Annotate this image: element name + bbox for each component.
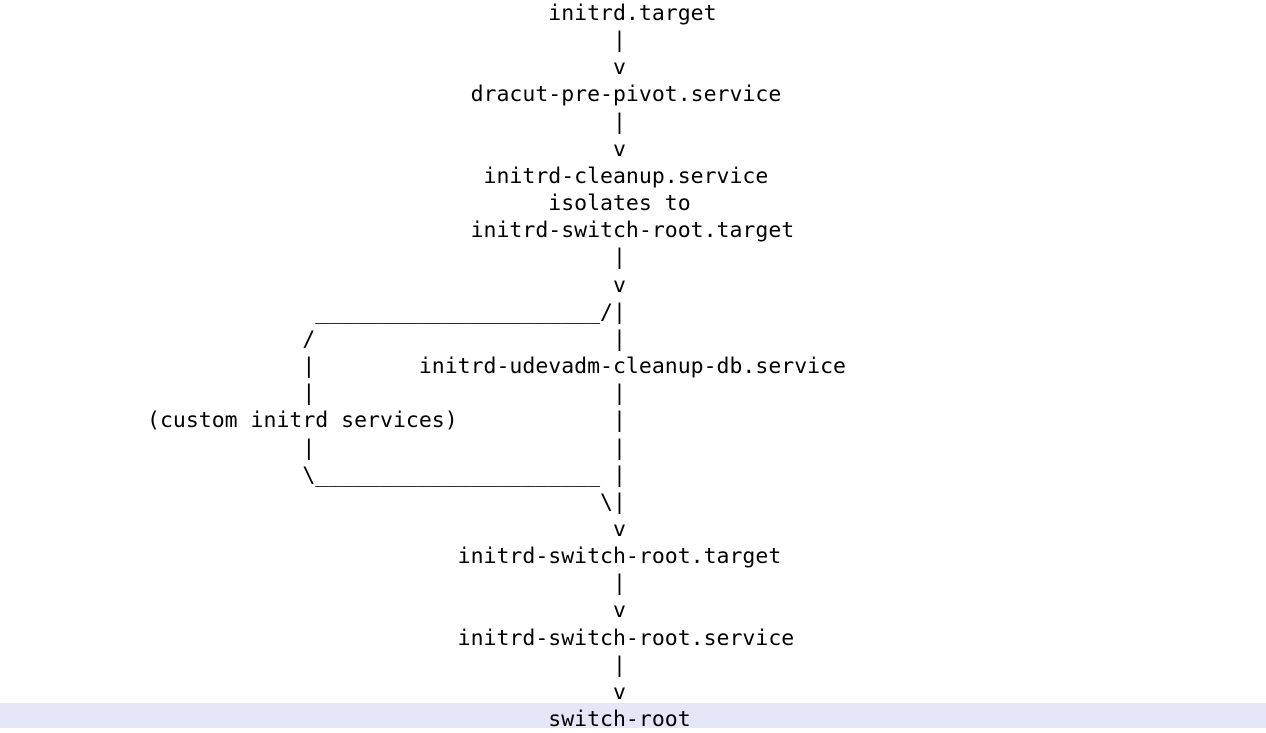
initrd-bootup-ascii-flow-diagram: initrd.target | v dracut-pre-pivot.servi… bbox=[147, 1, 846, 733]
selection-highlight-band bbox=[0, 703, 1266, 728]
